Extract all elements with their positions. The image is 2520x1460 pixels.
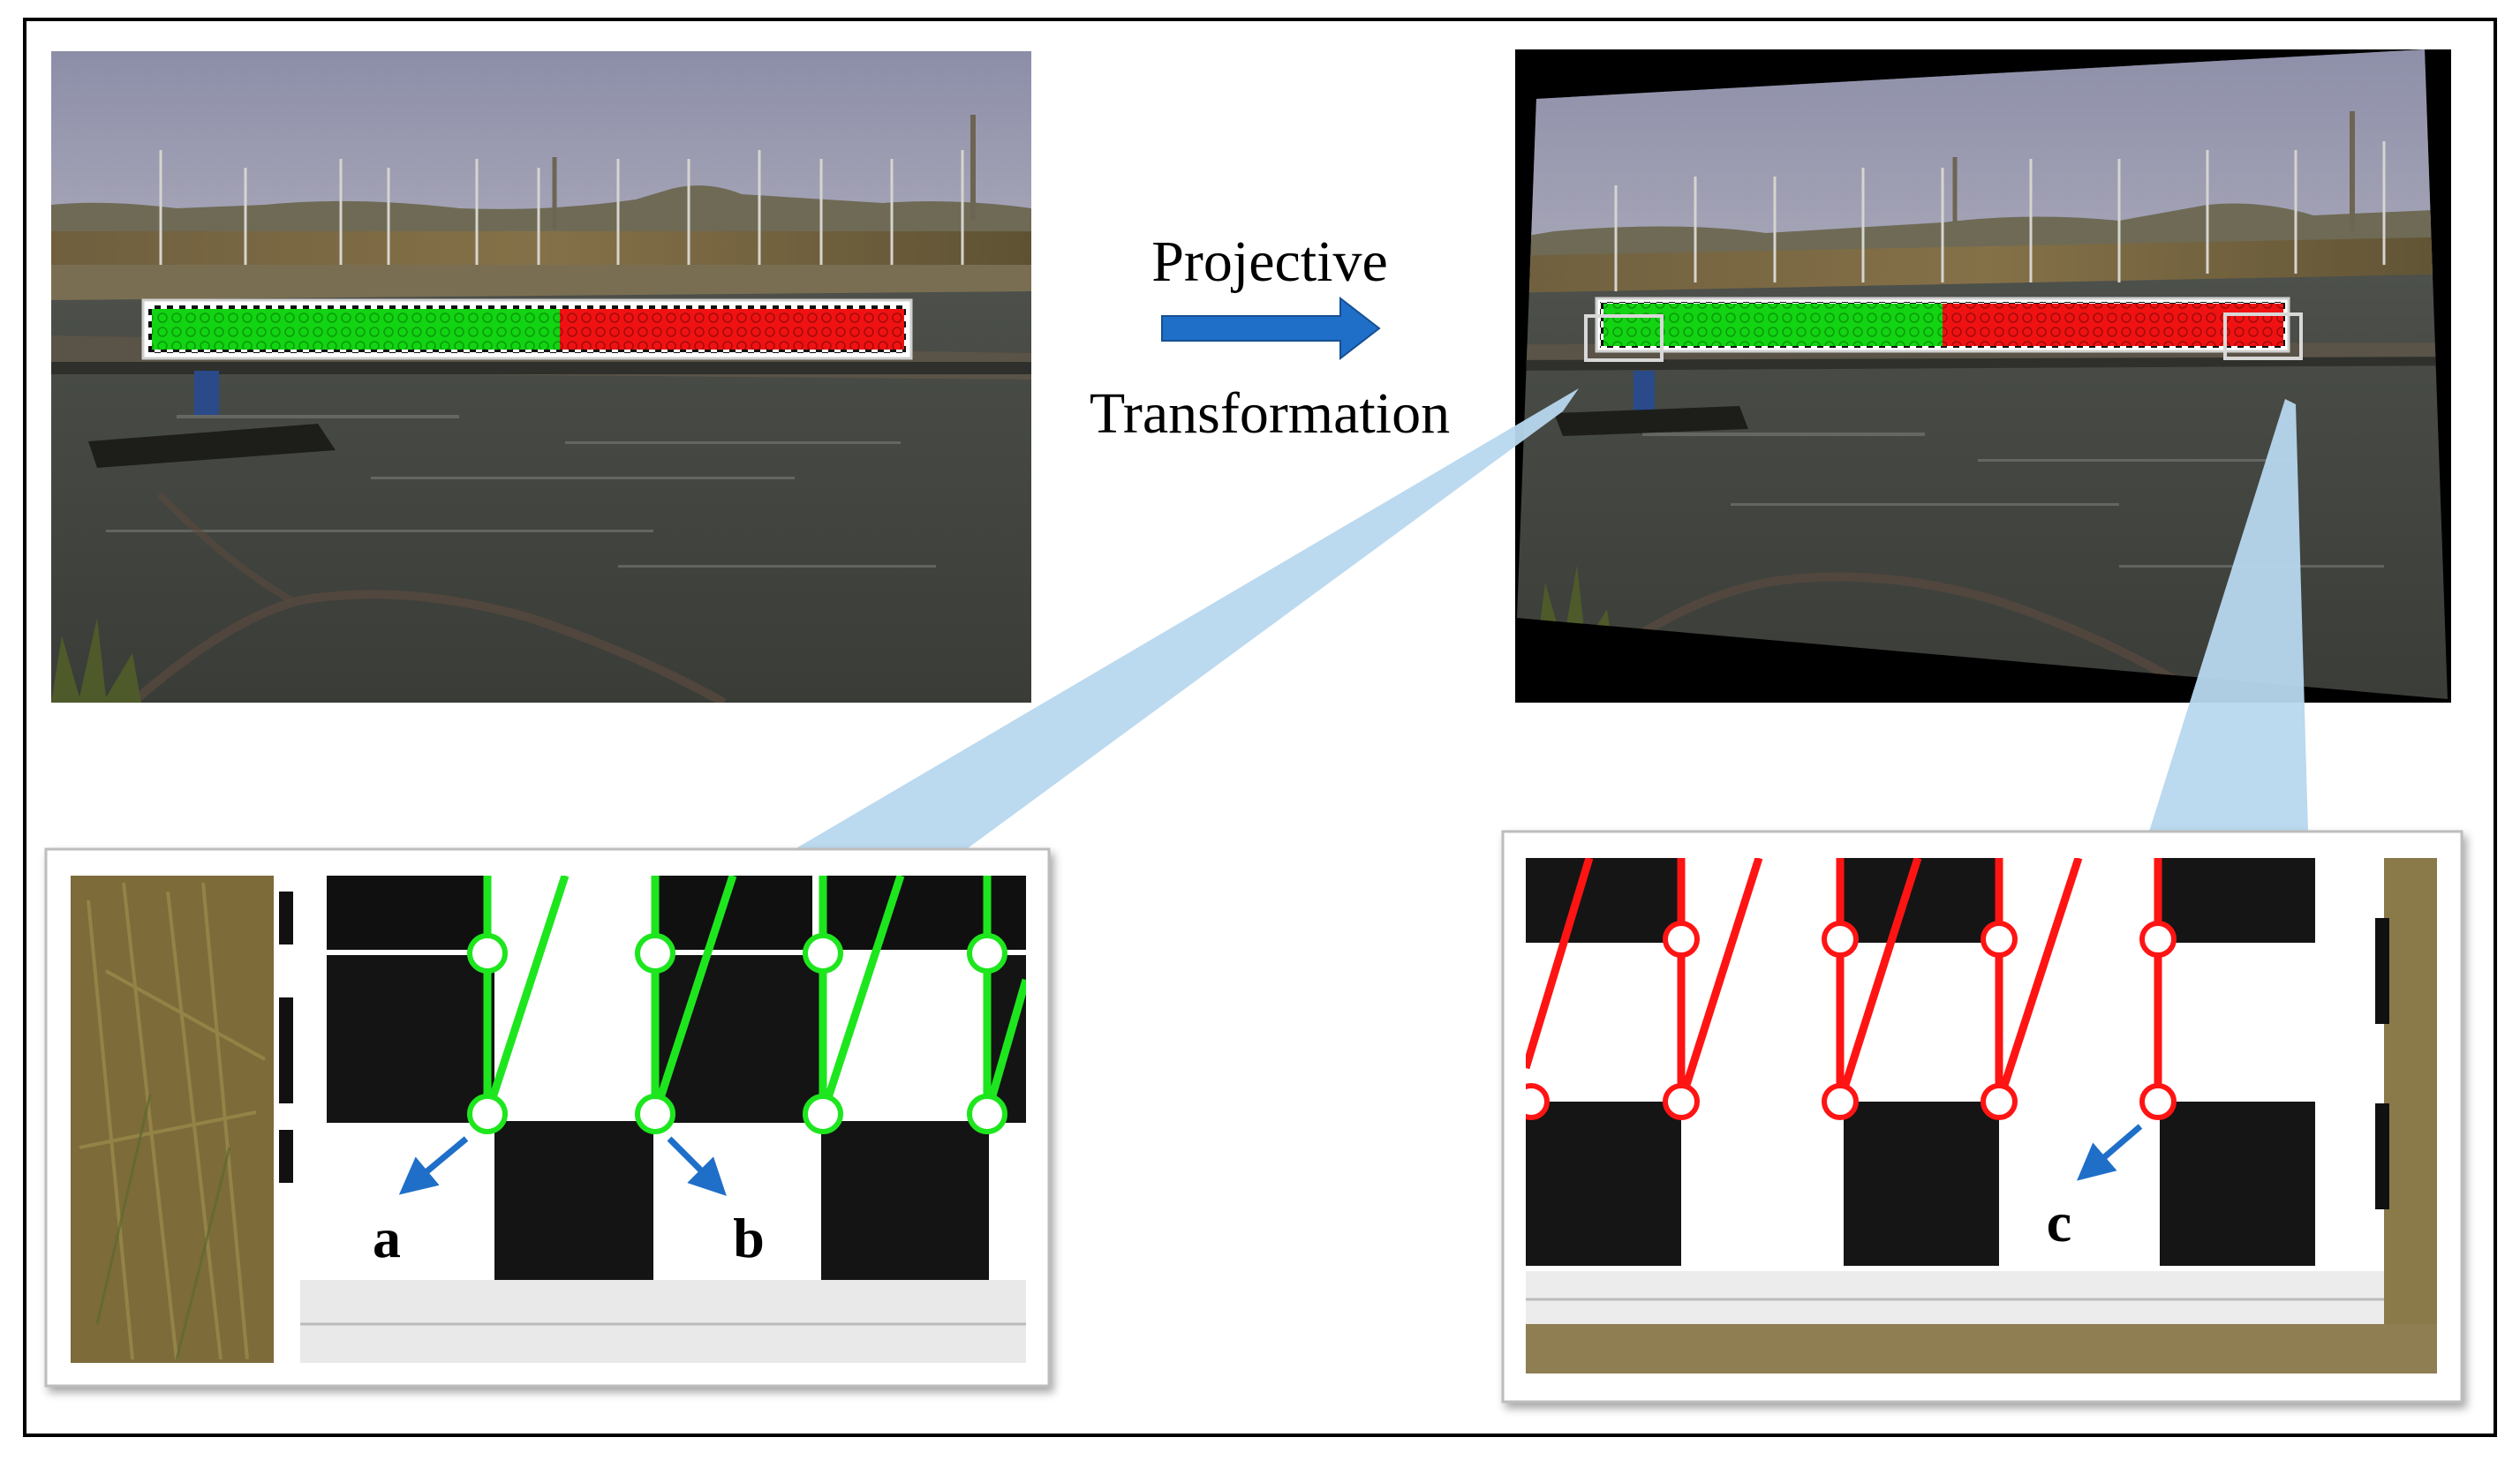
point-label-b: b	[733, 1207, 765, 1269]
arrow-label-projective: Projective	[1151, 230, 1388, 294]
roi-box-right	[2223, 312, 2303, 360]
zoom-panel-right: c	[1501, 830, 2463, 1404]
arrow-label-transformation: Transformation	[1090, 381, 1450, 446]
right-detected-corners-red	[1943, 304, 2283, 346]
transformed-photo	[1517, 49, 2448, 699]
zoom-panel-left: a b	[44, 847, 1051, 1388]
point-label-a: a	[373, 1207, 401, 1269]
callout-wedge-right	[2149, 399, 2308, 832]
left-detected-corners-red	[560, 309, 904, 350]
right-detected-corners-green	[1603, 304, 1943, 346]
original-photo	[51, 51, 1031, 703]
callout-wedge-left	[795, 388, 1579, 865]
roi-box-left	[1584, 314, 1664, 362]
point-label-c: c	[2047, 1191, 2071, 1253]
left-detected-corners-green	[152, 309, 560, 350]
transformation-arrow	[1161, 296, 1381, 361]
